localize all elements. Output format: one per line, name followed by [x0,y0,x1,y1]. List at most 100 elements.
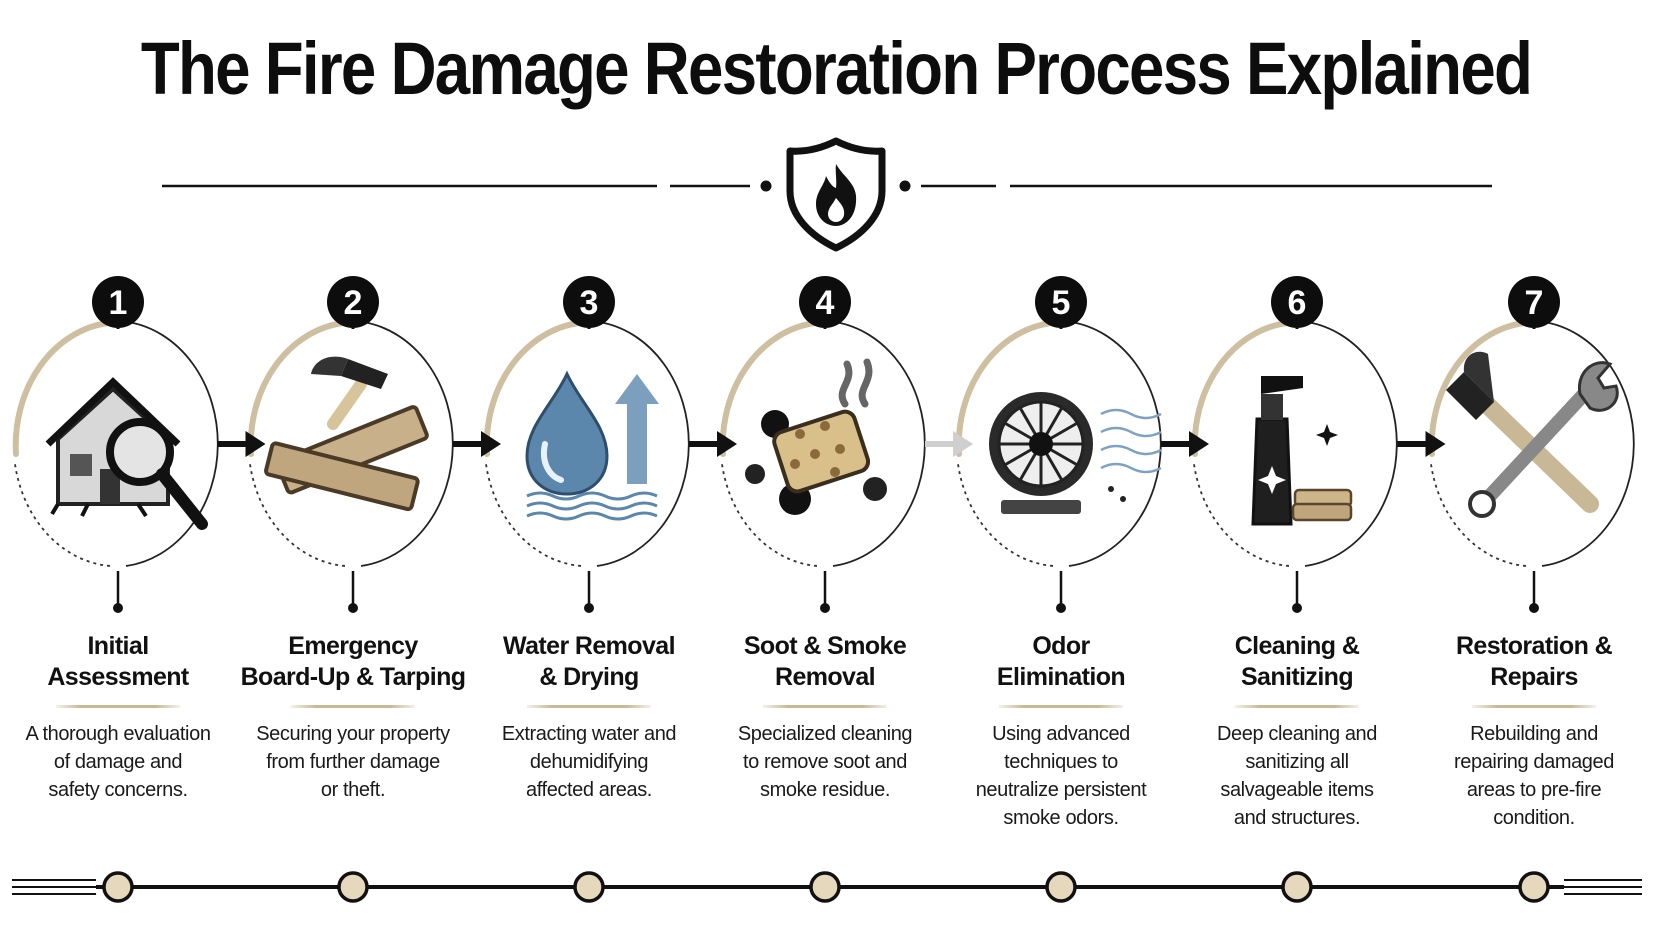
timeline-dot [573,871,605,903]
outline-arc [360,321,454,567]
arrow-right-icon [925,431,973,457]
dashed-arc [249,463,346,567]
air-fan-icon [989,392,1162,514]
step-description-line: techniques to [1004,751,1118,773]
step-number: 1 [109,284,128,322]
accent-arc [12,320,111,457]
step-underline [56,705,180,708]
step-title-line: Initial [87,632,149,660]
outline-arc [1304,321,1398,567]
step-description-line: repairing damaged [1454,751,1614,773]
step-number: 7 [1525,284,1544,322]
step-number-badge [327,276,379,328]
water-drop-arrow-icon [525,370,659,521]
step-title-line: Removal [774,663,876,691]
shield-flame-icon [786,137,886,252]
damaged-house-magnifier-icon [45,377,208,530]
step-title: Cleaning &Sanitizing [1177,631,1417,693]
step-number-badge [1271,276,1323,328]
step-description-line: affected areas. [526,779,652,801]
timeline-dot [102,871,134,903]
arrow-right-icon [217,431,266,457]
timeline [12,871,1642,903]
step-description-line: Using advanced [992,723,1130,745]
step-description-line: Extracting water and [501,723,677,745]
dashed-arc [1430,463,1527,567]
hammer-boards-icon [264,356,429,512]
step-description-line: Rebuilding and [1470,723,1598,745]
step-title-line: Assessment [47,663,189,691]
step-title-line: Soot & Smoke [743,632,907,660]
dashed-arc [957,463,1054,567]
step-description-line: Deep cleaning and [1217,723,1377,745]
step-title-line: Sanitizing [1240,663,1354,691]
step-description-line: Securing your property [256,723,450,745]
arrows-layer [217,431,1446,457]
step-description-line: salvageable items [1220,779,1374,801]
accent-arc [1428,320,1527,457]
step-description-line: safety concerns. [48,779,188,801]
step-number-badge [92,276,144,328]
step-title-line: Restoration & [1455,632,1613,660]
outline-arc [596,321,690,567]
step-description-line: A thorough evaluation [25,723,211,745]
arrow-right-icon [689,431,737,457]
step-number: 5 [1052,284,1071,322]
step-title: Restoration & Repairs [1414,631,1654,693]
step-underline [1235,705,1359,708]
step-description-line: Specialized cleaning [737,723,913,745]
step-number-badge [799,276,851,328]
step-title-line: Repairs [1490,663,1578,691]
timeline-dot [337,871,369,903]
step-underline [763,705,887,708]
step-underline [291,705,415,708]
step-number-badge [1035,276,1087,328]
accent-arc [1191,320,1290,457]
arrow-right-icon [1397,431,1446,457]
step-title-line: Odor [1032,632,1090,660]
process-step: 7 [1428,276,1635,613]
step-description-line: smoke odors. [1003,807,1119,829]
step-number: 4 [816,284,835,322]
step-title-line: Elimination [996,663,1126,691]
step-number-badge [1508,276,1560,328]
accent-arc [955,320,1054,457]
step-description-line: and structures. [1233,807,1361,829]
dashed-arc [14,463,111,567]
spray-bottle-cloths-icon [1251,376,1353,526]
page-title: The Fire Damage Restoration Process Expl… [140,27,1533,110]
step-underline [999,705,1123,708]
step-description-line: condition. [1493,807,1575,829]
process-step: 5 [955,276,1162,613]
step-title-line: Water Removal [503,632,675,660]
timeline-dot [1045,871,1077,903]
step-number: 3 [580,284,599,322]
timeline-dot [1281,871,1313,903]
step-title-line: Emergency [288,632,418,660]
step-title: Water Removal & Drying [469,631,709,693]
step-description-line: to remove soot and [742,751,907,773]
step-title-line: & Drying [539,663,639,691]
step-description-line: or theft. [320,779,386,801]
step-number-badge [563,276,615,328]
step-underline [1472,705,1596,708]
process-step: 2 [247,276,454,613]
arrow-right-icon [1161,431,1209,457]
step-underline [527,705,651,708]
outline-arc [832,321,926,567]
step-description-line: from further damage [266,751,440,773]
outline-arc [1541,321,1635,567]
process-step: 1 [12,276,219,613]
arrow-right-icon [453,431,501,457]
accent-arc [719,320,818,457]
